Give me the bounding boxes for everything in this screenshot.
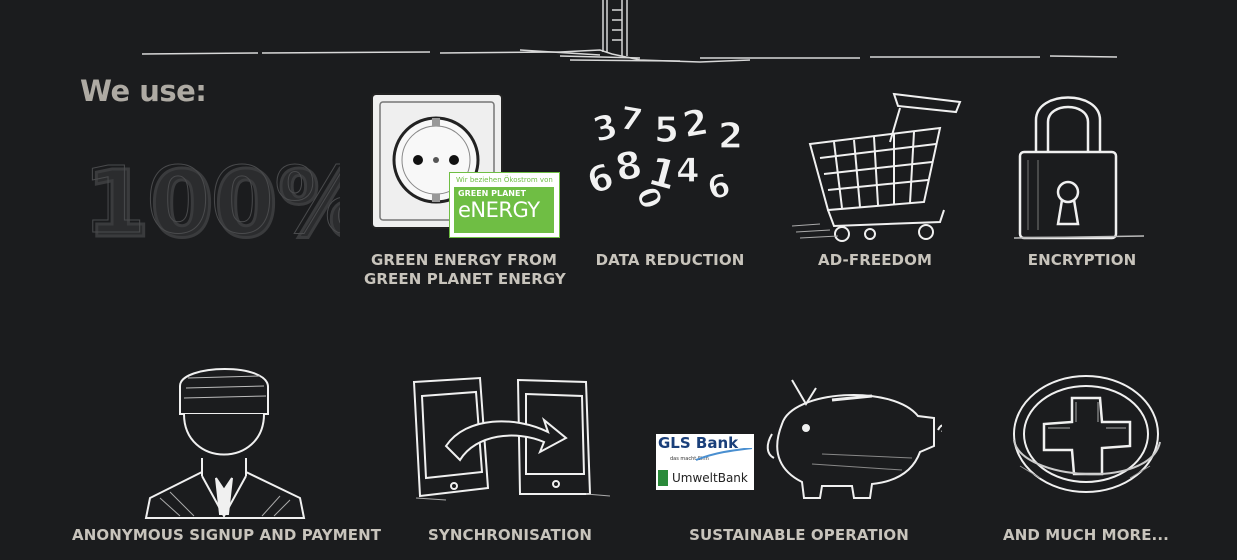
feature-synchronisation xyxy=(406,376,616,506)
svg-text:100%: 100% xyxy=(82,147,340,254)
feature-label-and-much-more: AND MUCH MORE... xyxy=(1003,526,1169,544)
smartphones-sync-icon xyxy=(412,376,611,501)
bank-swoosh-icon xyxy=(695,448,753,461)
feature-ad-freedom xyxy=(790,82,970,247)
svg-text:2: 2 xyxy=(718,116,743,157)
hundred-percent-graphic: 100% 100% xyxy=(82,147,341,259)
gls-umweltbank-logo: GLS Bank das macht Sinn UmweltBank xyxy=(656,434,754,490)
feature-label-ad-freedom: AD-FREEDOM xyxy=(818,251,932,269)
feature-anonymous xyxy=(140,358,310,520)
feature-sustainable-operation xyxy=(762,374,942,500)
svg-text:7: 7 xyxy=(617,100,646,140)
svg-text:5: 5 xyxy=(654,110,679,151)
feature-encryption xyxy=(1014,80,1149,245)
anonymous-person-icon xyxy=(144,368,306,519)
feature-label-anonymous: ANONYMOUS SIGNUP AND PAYMENT xyxy=(72,526,382,544)
feature-and-much-more xyxy=(1010,370,1165,510)
svg-text:3: 3 xyxy=(589,106,622,151)
svg-text:6: 6 xyxy=(703,166,734,208)
green-planet-energy-logo: Wir beziehen Ökostrom von GREEN PLANET e… xyxy=(449,172,560,238)
feature-label-synchronisation: SYNCHRONISATION xyxy=(427,526,593,544)
shopping-cart-icon xyxy=(791,92,962,242)
svg-text:4: 4 xyxy=(676,151,700,191)
feature-label-encryption: ENCRYPTION xyxy=(1027,251,1137,269)
page-title: We use: xyxy=(80,74,207,108)
svg-text:8: 8 xyxy=(612,142,646,190)
padlock-icon xyxy=(1014,96,1145,240)
svg-text:100%: 100% xyxy=(86,151,340,258)
feature-label-sustainable-operation: SUSTAINABLE OPERATION xyxy=(689,526,909,544)
feature-label-green-energy: GREEN ENERGY FROM GREEN PLANET ENERGY xyxy=(364,251,566,288)
chalk-divider xyxy=(141,0,1118,63)
svg-text:2: 2 xyxy=(680,102,712,147)
numbers-icon: 3 7 5 2 2 6 8 1 4 6 0 xyxy=(584,100,744,215)
piggy-bank-icon xyxy=(766,379,942,499)
feature-data-reduction: 3 7 5 2 2 6 8 1 4 6 0 xyxy=(584,100,759,220)
plus-coin-icon xyxy=(1013,375,1161,493)
feature-label-data-reduction: DATA REDUCTION xyxy=(595,251,745,269)
